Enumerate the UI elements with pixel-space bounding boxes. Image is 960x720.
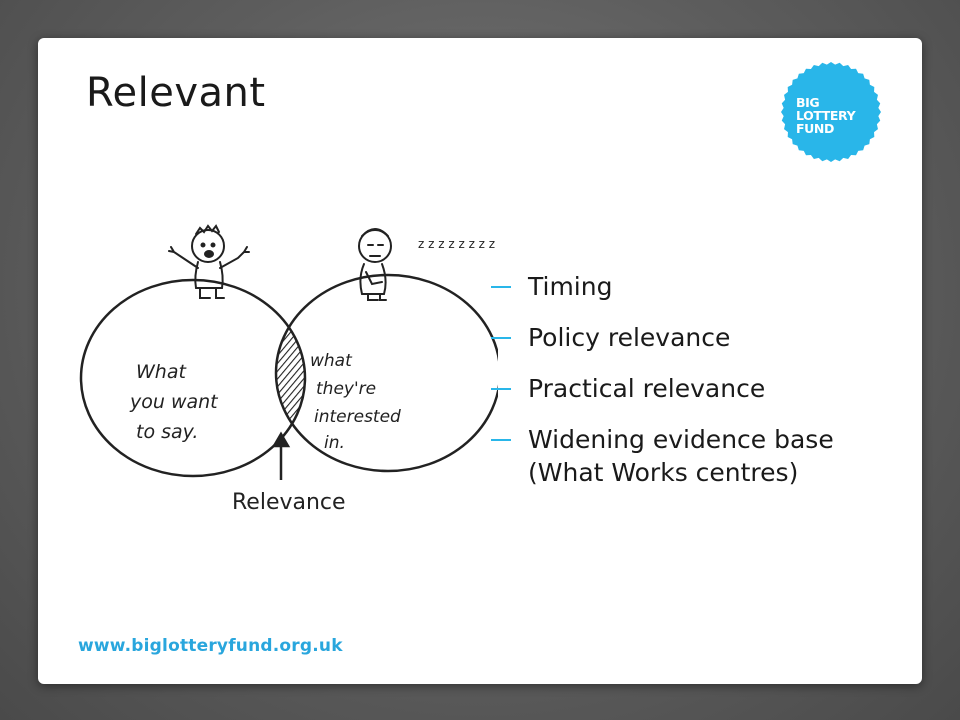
slide-title: Relevant — [86, 70, 266, 116]
logo-line-1: BIG — [796, 95, 820, 110]
slide: Relevant BIG LOTTERY FUND — [38, 38, 922, 684]
listener-figure — [358, 228, 392, 301]
bullet-dash-icon — [491, 286, 511, 288]
right-circle-text: what they're interested in. — [310, 351, 401, 453]
bullet-text: Policy relevance — [528, 323, 731, 352]
bullet-dash-icon — [491, 337, 511, 339]
bullet-item-timing: Timing — [488, 270, 908, 303]
right-text-line-4: in. — [324, 433, 345, 453]
right-text-line-1: what — [310, 351, 353, 371]
big-lottery-fund-logo: BIG LOTTERY FUND — [780, 61, 882, 163]
bullet-list: Timing Policy relevance Practical releva… — [488, 270, 908, 507]
left-circle-text: What you want to say. — [129, 361, 219, 443]
bullet-dash-icon — [491, 439, 511, 441]
relevance-venn-cartoon: z z z z z z z z What you want to say. wh… — [78, 188, 502, 518]
snore-text: z z z z z z z z — [418, 237, 495, 251]
bullet-dash-icon — [491, 388, 511, 390]
footer-url-link[interactable]: www.biglotteryfund.org.uk — [78, 636, 343, 656]
logo-line-3: FUND — [796, 121, 834, 136]
relevance-label: Relevance — [232, 490, 346, 515]
bullet-text-line-2: (What Works centres) — [528, 458, 799, 487]
bullet-text-line-1: Widening evidence base — [528, 425, 834, 454]
bullet-item-widening-evidence-base: Widening evidence base (What Works centr… — [488, 423, 908, 489]
up-arrow-icon — [271, 431, 291, 480]
bullet-text: Practical relevance — [528, 374, 766, 403]
right-text-line-3: interested — [314, 407, 401, 427]
logo-line-2: LOTTERY — [796, 108, 856, 123]
logo-badge-icon — [781, 62, 881, 162]
left-text-line-1: What — [136, 361, 187, 383]
speaker-figure — [168, 224, 250, 299]
left-text-line-2: you want — [129, 391, 219, 413]
right-venn-circle — [274, 273, 502, 473]
venn-illustration: z z z z z z z z What you want to say. wh… — [79, 224, 502, 515]
bullet-item-policy-relevance: Policy relevance — [488, 321, 908, 354]
bullet-item-practical-relevance: Practical relevance — [488, 372, 908, 405]
logo-text: BIG LOTTERY FUND — [796, 95, 856, 136]
bullet-text: Timing — [528, 272, 613, 301]
left-venn-circle — [79, 278, 307, 478]
right-text-line-2: they're — [316, 379, 376, 399]
left-text-line-3: to say. — [136, 421, 198, 443]
